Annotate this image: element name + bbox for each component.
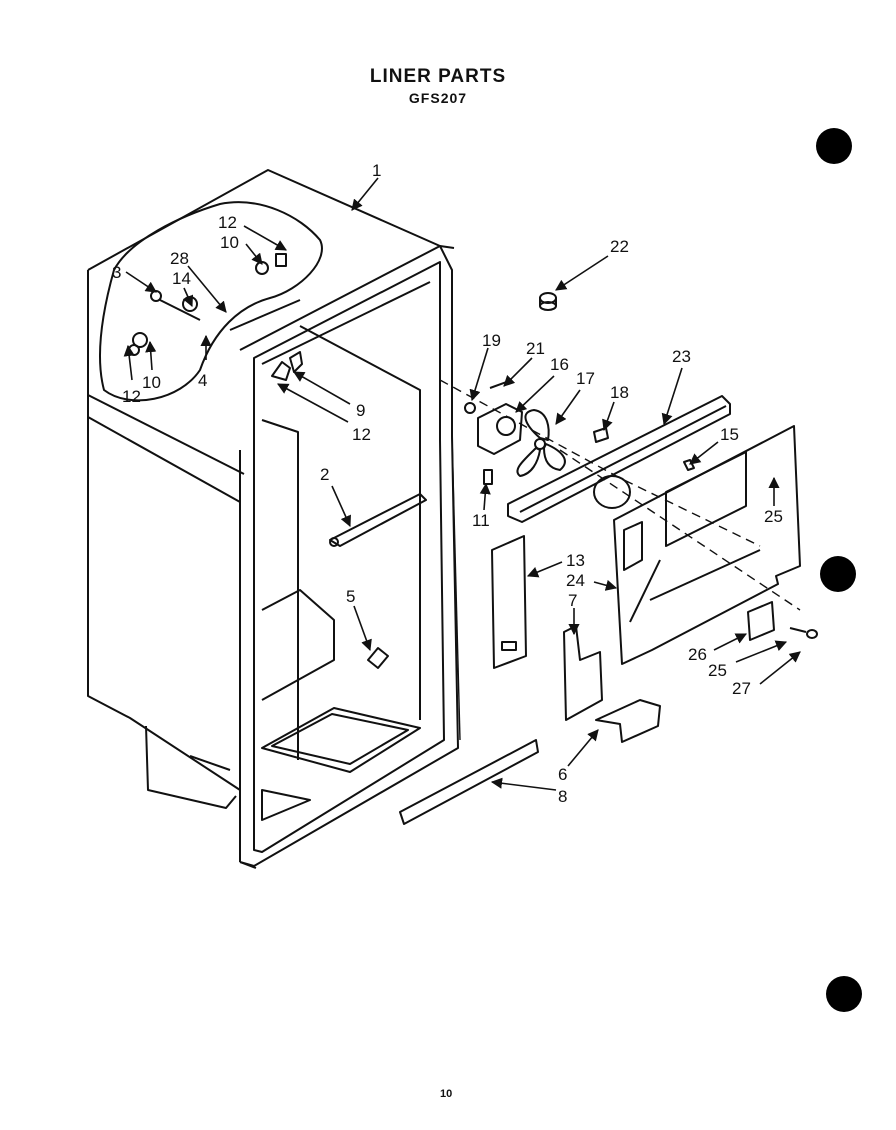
air-duct <box>507 395 731 523</box>
callout-1: 1 <box>372 161 381 180</box>
callout-12-top: 12 <box>218 213 237 232</box>
liner-cabinet <box>87 169 459 869</box>
callout-15: 15 <box>720 425 739 444</box>
callout-7: 7 <box>568 591 577 610</box>
callout-8: 8 <box>558 787 567 806</box>
callout-19: 19 <box>482 331 501 350</box>
callout-13: 13 <box>566 551 585 570</box>
callout-4: 4 <box>198 371 207 390</box>
callout-23: 23 <box>672 347 691 366</box>
page-number: 10 <box>440 1088 453 1100</box>
callout-25-lower: 25 <box>708 661 727 680</box>
callout-18: 18 <box>610 383 629 402</box>
callout-22: 22 <box>610 237 629 256</box>
model-number: GFS207 <box>408 90 468 106</box>
diagram-title: LINER PARTS <box>369 66 507 87</box>
binder-hole-bottom <box>826 976 862 1012</box>
callout-17: 17 <box>576 369 595 388</box>
callout-12-left: 12 <box>122 387 141 406</box>
callout-26: 26 <box>688 645 707 664</box>
callout-14: 14 <box>172 269 191 288</box>
callout-25-upper: 25 <box>764 507 783 526</box>
callout-12-right: 12 <box>352 425 371 444</box>
callout-28: 28 <box>170 249 189 268</box>
callout-2: 2 <box>320 465 329 484</box>
callout-9: 9 <box>356 401 365 420</box>
callout-27: 27 <box>732 679 751 698</box>
callout-16: 16 <box>550 355 569 374</box>
callout-24: 24 <box>566 571 585 590</box>
fan-blade <box>516 409 566 477</box>
binder-hole-top <box>816 128 852 164</box>
evaporator-cover <box>613 425 801 665</box>
callout-3: 3 <box>112 263 121 282</box>
callout-11: 11 <box>472 511 490 530</box>
callout-10-left: 10 <box>142 373 161 392</box>
callout-6: 6 <box>558 765 567 784</box>
callout-10-top: 10 <box>220 233 239 252</box>
fan-motor <box>477 403 523 455</box>
callout-21: 21 <box>526 339 545 358</box>
binder-hole-middle <box>820 556 856 592</box>
callout-5: 5 <box>346 587 355 606</box>
